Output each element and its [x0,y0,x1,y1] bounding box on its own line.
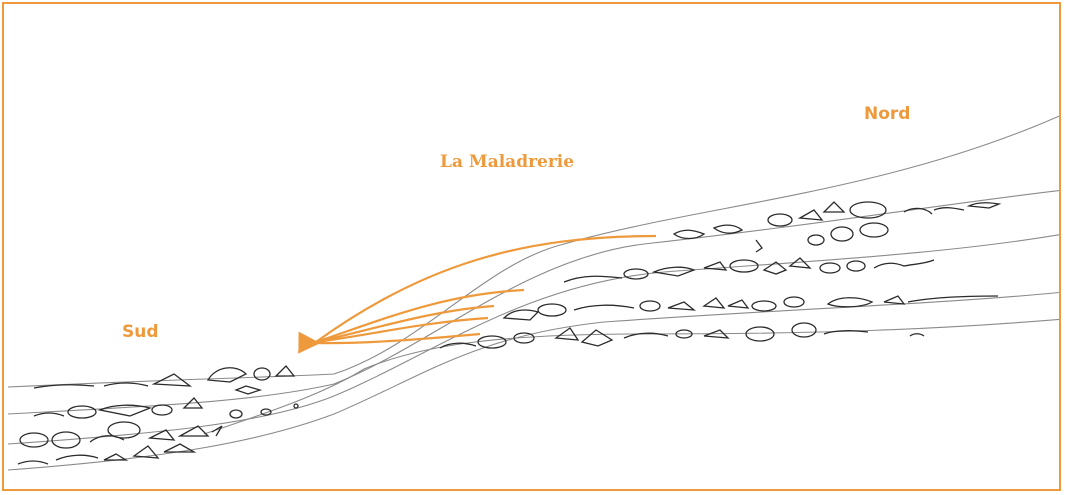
label-sud: Sud [122,322,159,342]
stone-band-south-mid [440,323,924,348]
label-la-maladrerie: La Maladrerie [440,152,574,172]
label-nord: Nord [864,104,910,124]
sketch-canvas [4,4,1061,491]
stone-band-lower-mid [504,296,998,320]
